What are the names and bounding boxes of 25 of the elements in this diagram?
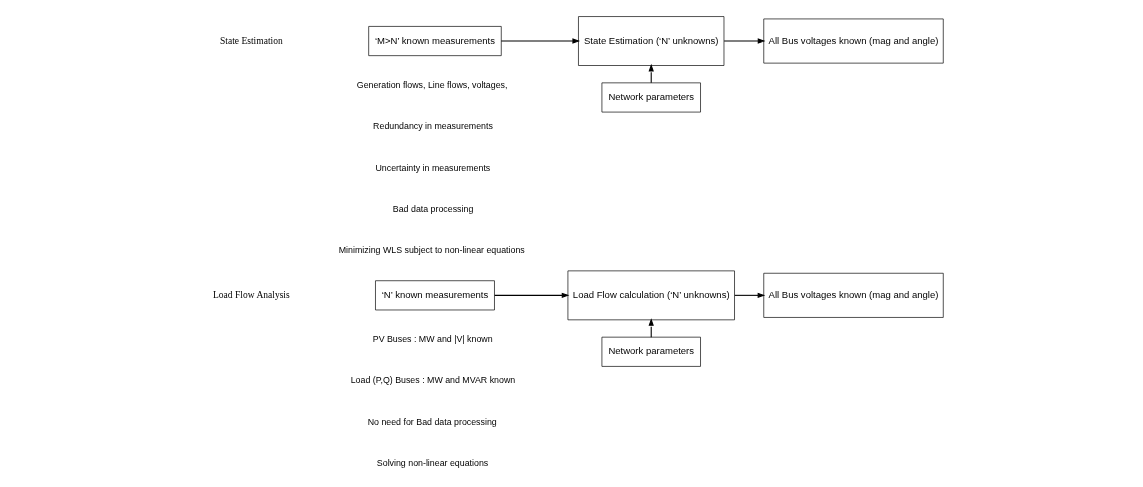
- label: Uncertainty in measurements: [374, 162, 490, 173]
- label: Load Flow Analysis: [212, 289, 290, 300]
- node-box: ‘N’ known measurements: [374, 280, 495, 311]
- label: State Estimation: [219, 35, 283, 46]
- arrow: [723, 38, 765, 44]
- label: PV Buses : MW and |V| known: [372, 333, 493, 344]
- arrow: [648, 318, 654, 338]
- node-box: Network parameters: [601, 336, 701, 367]
- arrow: [733, 292, 765, 298]
- node-box: All Bus voltages known (mag and angle): [762, 272, 944, 318]
- label: Load (P,Q) Buses : MW and MVAR known: [350, 375, 515, 386]
- arrow: [648, 63, 654, 84]
- arrow: [500, 38, 580, 44]
- node-box: State Estimation (‘N’ unknowns): [577, 16, 724, 66]
- arrow: [493, 292, 569, 298]
- node-box: All Bus voltages known (mag and angle): [762, 18, 944, 64]
- node-box: Network parameters: [601, 82, 701, 113]
- node-box: Load Flow calculation (‘N’ unknowns): [567, 270, 735, 321]
- label: Generation flows, Line flows, voltages,: [356, 79, 507, 90]
- label: No need for Bad data processing: [367, 416, 497, 427]
- node-box: ‘M>N’ known measurements: [367, 26, 502, 56]
- label: Minimizing WLS subject to non-linear equations: [338, 245, 525, 256]
- label: Bad data processing: [392, 203, 473, 214]
- label: Redundancy in measurements: [372, 121, 493, 132]
- label: Solving non-linear equations: [376, 458, 488, 469]
